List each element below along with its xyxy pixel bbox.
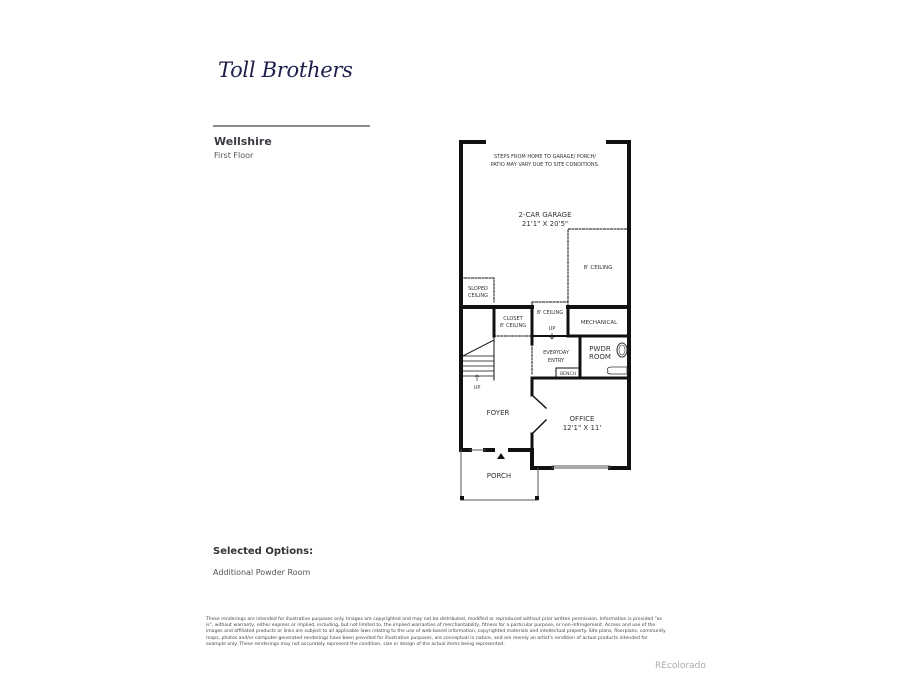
porch-label: PORCH	[487, 472, 511, 480]
recolorado-watermark: REcolorado	[655, 661, 706, 671]
office-label: OFFICE	[570, 415, 595, 423]
bench-label: BENCH	[560, 371, 576, 377]
garage-dims: 21'1" X 20'5"	[522, 220, 568, 228]
garage-label: 2-CAR GARAGE	[518, 211, 571, 219]
sloped-ceiling-label: SLOPED	[468, 286, 488, 292]
floor-label: First Floor	[214, 151, 254, 160]
legal-disclaimer: These renderings are intended for illust…	[206, 617, 666, 647]
title-divider	[213, 125, 370, 127]
selected-options-title: Selected Options:	[213, 546, 314, 557]
stairs-up-label: UP	[474, 385, 481, 391]
toll-brothers-logo: Toll Brothers	[218, 58, 353, 82]
closet-label: 8' CEILING	[500, 323, 526, 329]
hall-ceiling-label: 8' CEILING	[537, 310, 563, 316]
everyday-entry-label: EVERYDAY	[543, 350, 570, 356]
hall-up-label: UP	[549, 326, 556, 332]
site-note: STEPS FROM HOME TO GARAGE/ PORCH/	[494, 154, 596, 160]
closet-label: CLOSET	[503, 316, 523, 322]
powder-room-label: ROOM	[589, 353, 611, 361]
mechanical-label: MECHANICAL	[581, 320, 618, 326]
powder-room-label: PWDR	[589, 345, 611, 353]
foyer-label: FOYER	[487, 409, 510, 417]
site-note: PATIO MAY VARY DUE TO SITE CONDITIONS.	[491, 162, 600, 168]
sloped-ceiling-label: CEILING	[468, 293, 488, 299]
model-name: Wellshire	[214, 135, 272, 148]
office-dims: 12'1" X 11'	[563, 424, 602, 432]
selected-option-item: Additional Powder Room	[213, 568, 311, 577]
floor-plan: STEPS FROM HOME TO GARAGE/ PORCH/ PATIO …	[440, 130, 650, 510]
everyday-entry-label: ENTRY	[548, 358, 565, 364]
garage-ceiling-label: 8' CEILING	[584, 265, 613, 271]
